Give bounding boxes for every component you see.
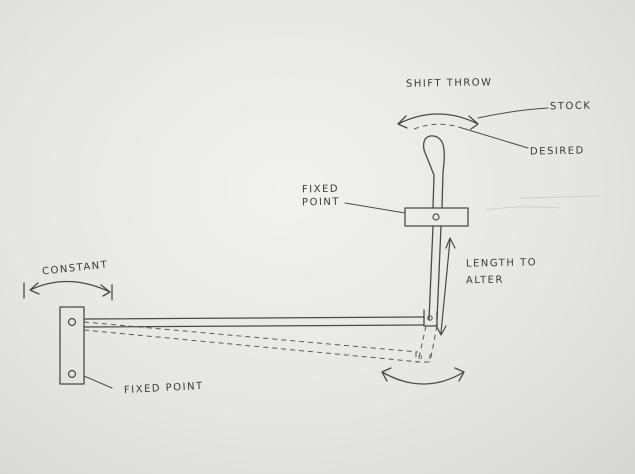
label-length-to-alter-line1: LENGTH TO <box>465 257 538 270</box>
extended-lever-dashed <box>415 325 438 363</box>
label-fixed-point-top-line2: POINT <box>301 196 341 209</box>
left-fixed-bracket <box>59 306 85 385</box>
leader-desired <box>461 127 529 149</box>
lever-pivot-hole <box>427 315 433 321</box>
altered-linkage-dashed <box>83 321 421 363</box>
lever-lower-end <box>423 309 438 327</box>
linkage-rod <box>83 316 425 328</box>
left-pivot-hole-bottom <box>67 369 77 379</box>
label-fixed-point-top-line1: FIXED <box>301 183 340 196</box>
shift-lever <box>428 225 442 321</box>
fixed-pivot-hole <box>432 213 440 221</box>
lever-upper-shaft <box>422 135 445 209</box>
left-pivot-hole-top <box>67 317 77 327</box>
faint-erased-lines <box>484 195 601 211</box>
label-shift-throw: SHIFT THROW <box>405 77 493 90</box>
fixed-pivot-block <box>404 207 469 227</box>
desired-throw-arc <box>413 123 463 130</box>
label-desired: DESIRED <box>529 145 585 158</box>
label-length-to-alter-line2: ALTER <box>465 274 505 287</box>
label-stock: STOCK <box>549 100 592 113</box>
stock-throw-arc <box>397 113 479 130</box>
extended-end-mark: o <box>418 353 422 361</box>
constant-arc <box>23 280 113 301</box>
leader-stock <box>477 107 549 119</box>
length-arrow <box>435 237 456 336</box>
bottom-throw-arc <box>381 367 465 385</box>
leader-fixed-point-top <box>344 202 406 214</box>
leader-fixed-point-bottom <box>83 375 113 389</box>
